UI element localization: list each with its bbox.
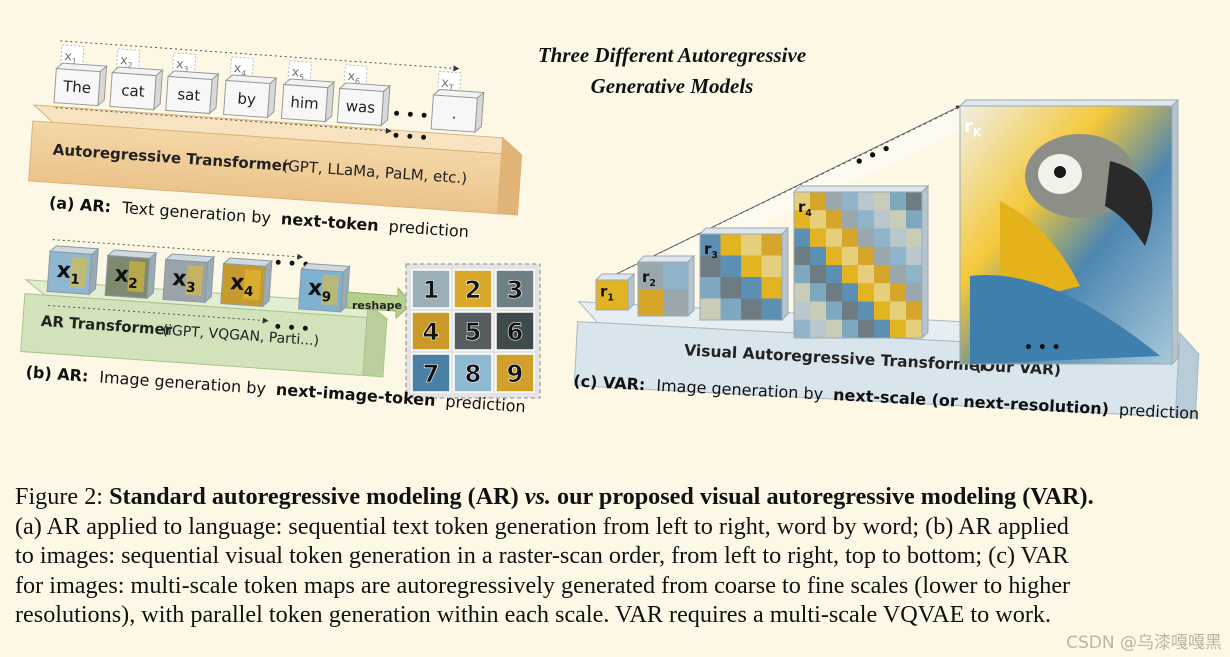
caption-a-prefix: (a) AR: bbox=[48, 193, 111, 216]
caption-title-a: Standard autoregressive modeling (AR) bbox=[109, 483, 519, 510]
token-label: The bbox=[62, 77, 92, 97]
token-subscript: x5 bbox=[291, 65, 305, 82]
ellipsis: • • • bbox=[1024, 340, 1061, 356]
token-label: him bbox=[290, 93, 319, 113]
word-token: x5 him bbox=[280, 60, 336, 123]
caption-b-prefix: (b) AR: bbox=[25, 362, 89, 385]
word-token: x3 sat bbox=[165, 52, 220, 115]
word-token: x4 by bbox=[223, 56, 278, 119]
caption-title-b: our proposed visual autoregressive model… bbox=[556, 483, 1094, 510]
figure-illustration: Three Different Autoregressive Generativ… bbox=[20, 40, 1200, 423]
csdn-watermark: CSDN @乌漆嘎嘎黑 bbox=[1066, 633, 1222, 653]
grid-cell: 7 bbox=[411, 353, 451, 393]
grid-cell: 1 bbox=[411, 269, 451, 309]
image-patch-token: x2 bbox=[104, 249, 158, 300]
word-token: xT. bbox=[430, 70, 485, 134]
grid-number: 3 bbox=[507, 276, 524, 304]
reshape-label: reshape bbox=[352, 299, 402, 312]
ellipsis: • • • bbox=[391, 106, 429, 125]
token-label: . bbox=[451, 104, 457, 122]
panel-b: AR Transformer (iGPT, VQGAN, Parti...) •… bbox=[20, 239, 541, 416]
patch-label: x2 bbox=[113, 262, 139, 292]
grid-cell: 2 bbox=[453, 269, 493, 309]
image-patch-token: x1 bbox=[46, 245, 100, 296]
grid-cell: 3 bbox=[495, 269, 535, 309]
caption-a-suffix: prediction bbox=[388, 217, 469, 242]
token-subscript: xT bbox=[441, 76, 455, 93]
caption-c-suffix: prediction bbox=[1119, 400, 1200, 423]
caption-a-text: Text generation by bbox=[120, 198, 271, 227]
reshape-arrow bbox=[346, 286, 413, 320]
grid-number: 2 bbox=[465, 276, 482, 304]
caption-title-vs: vs. bbox=[524, 483, 551, 510]
token-subscript: x4 bbox=[233, 61, 247, 78]
image-patch-token: x9 bbox=[298, 262, 351, 314]
caption-label: Figure 2: bbox=[15, 483, 104, 510]
token-subscript: x6 bbox=[347, 69, 361, 86]
token-subscript: x3 bbox=[175, 57, 189, 74]
figure-title-line2: Generative Models bbox=[591, 74, 754, 98]
figure-caption: Figure 2: Standard autoregressive modeli… bbox=[15, 482, 1220, 630]
ellipsis: • • • bbox=[273, 319, 311, 338]
scale-map bbox=[958, 98, 1180, 366]
grid-number: 9 bbox=[507, 360, 524, 388]
word-token: x6 was bbox=[336, 64, 392, 127]
patch-label: x1 bbox=[56, 258, 82, 288]
caption-c-prefix: (c) VAR: bbox=[573, 371, 646, 394]
patch-label: x3 bbox=[171, 266, 197, 296]
scale-map bbox=[698, 226, 790, 322]
token-label: by bbox=[237, 89, 257, 108]
caption-line-4: resolutions), with parallel token genera… bbox=[15, 601, 1052, 628]
grid-cell: 5 bbox=[453, 311, 493, 351]
patch-label: x4 bbox=[229, 270, 255, 300]
panel-c: Visual Autoregressive Transformer (Our V… bbox=[573, 98, 1200, 423]
token-subscript: x1 bbox=[64, 49, 78, 66]
scale-label: r3 bbox=[704, 240, 718, 261]
image-patch-token: x3 bbox=[162, 253, 216, 304]
grid-number: 4 bbox=[423, 318, 440, 346]
token-subscript: x2 bbox=[119, 53, 133, 70]
scale-map bbox=[594, 272, 636, 312]
caption-line-1: (a) AR applied to language: sequential t… bbox=[15, 512, 1069, 540]
token-label: sat bbox=[177, 85, 201, 105]
grid-number: 8 bbox=[465, 360, 482, 388]
caption-a-bold: next-token bbox=[280, 209, 379, 235]
image-patch-token: x4 bbox=[220, 257, 274, 308]
grid-cell: 9 bbox=[495, 353, 535, 393]
patch-label: x9 bbox=[307, 276, 333, 306]
scale-label: r4 bbox=[798, 198, 812, 219]
caption-line-3: for images: multi-scale token maps are a… bbox=[15, 571, 1071, 599]
grid-number: 7 bbox=[423, 360, 440, 388]
figure-title-line1: Three Different Autoregressive bbox=[538, 43, 806, 67]
scale-map bbox=[636, 254, 696, 318]
token-label: cat bbox=[121, 81, 146, 101]
caption-line-2: to images: sequential visual token gener… bbox=[15, 542, 1069, 569]
grid-number: 5 bbox=[465, 318, 482, 346]
scale-label: r1 bbox=[600, 283, 614, 304]
ellipsis: • • • bbox=[391, 128, 429, 147]
grid-cell: 8 bbox=[453, 353, 493, 393]
grid-number: 1 bbox=[423, 276, 440, 304]
token-label: was bbox=[345, 97, 376, 117]
grid-number: 6 bbox=[507, 318, 524, 346]
caption-b-text: Image generation by bbox=[99, 367, 267, 398]
grid-cell: 4 bbox=[411, 311, 451, 351]
panel-a: Autoregressive Transformer (GPT, LLaMa, … bbox=[28, 40, 524, 242]
scale-label: rK bbox=[964, 116, 982, 140]
scale-map bbox=[792, 184, 930, 340]
word-token: x2 cat bbox=[109, 48, 164, 111]
grid-cell: 6 bbox=[495, 311, 535, 351]
scale-label: r2 bbox=[642, 268, 656, 289]
